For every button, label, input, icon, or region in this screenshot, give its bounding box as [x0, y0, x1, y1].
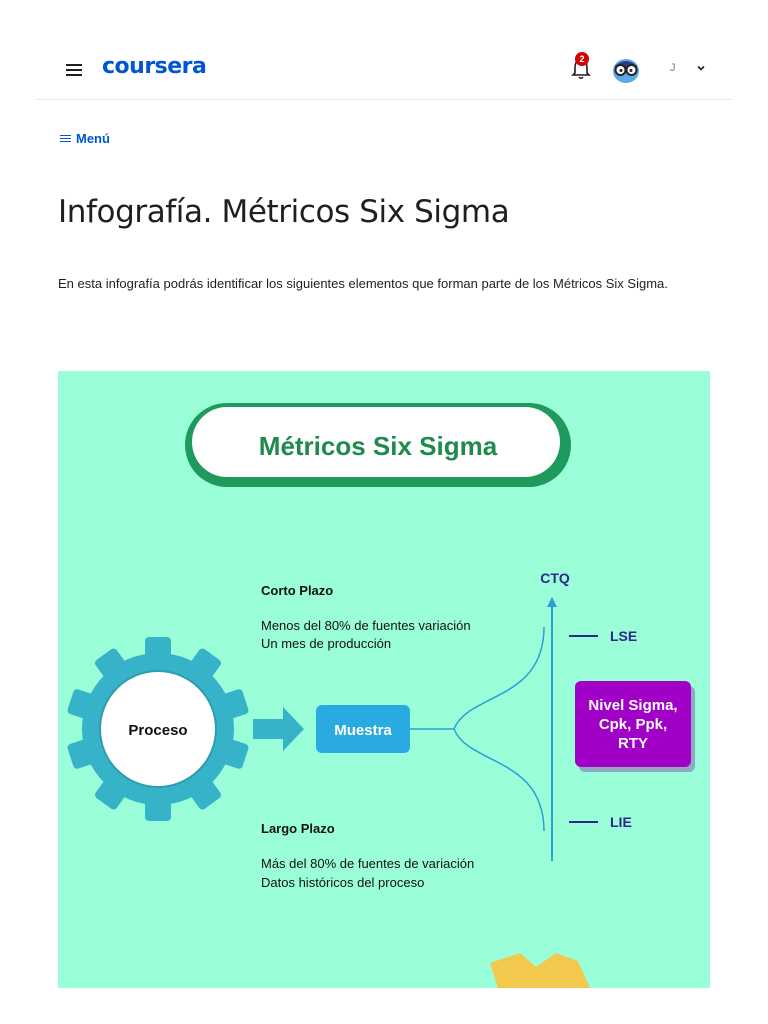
ctq-label: CTQ: [540, 570, 570, 586]
user-avatar[interactable]: [609, 54, 643, 84]
muestra-box: Muestra: [316, 705, 410, 753]
chevron-down-icon[interactable]: [695, 62, 707, 74]
nivel-line-3: RTY: [618, 735, 648, 752]
menu-lines-icon: [60, 134, 71, 143]
page-title: Infografía. Métricos Six Sigma: [58, 194, 510, 230]
infographic-banner: Métricos Six Sigma: [185, 403, 571, 487]
nivel-sigma-box: Nivel Sigma, Cpk, Ppk, RTY: [575, 681, 695, 772]
distribution-curve: [453, 626, 545, 832]
course-menu-link[interactable]: Menú: [60, 131, 110, 146]
notification-count-badge: 2: [575, 52, 589, 66]
largo-plazo-heading: Largo Plazo: [261, 821, 335, 836]
corto-plazo-line-1: Menos del 80% de fuentes variación: [261, 618, 471, 633]
gear-icon: Proceso: [67, 637, 249, 821]
corto-plazo-heading: Corto Plazo: [261, 583, 333, 598]
coursera-logo[interactable]: coursera: [102, 54, 207, 79]
lie-label: LIE: [610, 814, 632, 830]
six-sigma-infographic: Métricos Six Sigma Corto Plazo Menos del…: [58, 371, 710, 988]
axis-arrow-icon: [547, 597, 557, 607]
muestra-label: Muestra: [334, 722, 392, 739]
partial-gear-icon: [490, 953, 590, 988]
page-description: En esta infografía podrás identificar lo…: [58, 276, 668, 291]
largo-plazo-line-2: Datos históricos del proceso: [261, 875, 424, 890]
top-header: coursera 2 J: [36, 40, 732, 100]
banner-title: Métricos Six Sigma: [259, 431, 498, 461]
nivel-line-2: Cpk, Ppk,: [599, 716, 667, 733]
arrow-right-icon: [253, 707, 304, 751]
largo-plazo-line-1: Más del 80% de fuentes de variación: [261, 856, 474, 871]
nivel-line-1: Nivel Sigma,: [588, 697, 677, 714]
hamburger-menu-icon[interactable]: [66, 64, 82, 76]
user-initial[interactable]: J: [670, 62, 676, 74]
lse-label: LSE: [610, 628, 637, 644]
infographic-canvas: Métricos Six Sigma Corto Plazo Menos del…: [67, 403, 695, 988]
proceso-label: Proceso: [128, 722, 187, 739]
corto-plazo-line-2: Un mes de producción: [261, 636, 391, 651]
menu-link-label: Menú: [76, 131, 110, 146]
